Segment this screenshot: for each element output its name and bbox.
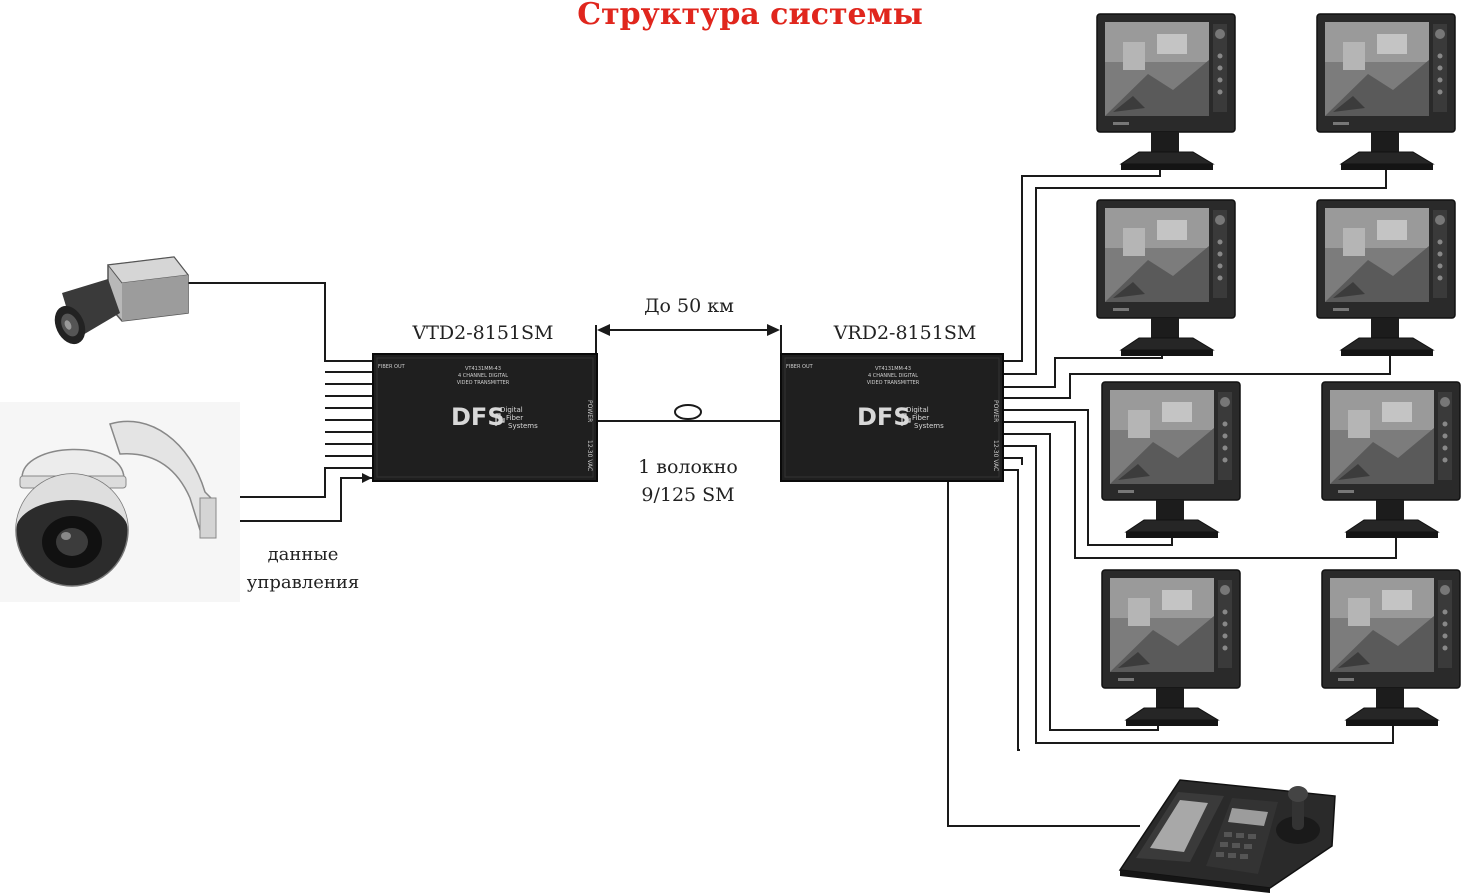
ptz-dome-camera-icon — [0, 402, 240, 602]
tx-logo-sub3: Systems — [508, 422, 538, 430]
monitor-icon — [1321, 569, 1461, 727]
rx-plate-line1: VT4131MM-43 — [875, 366, 911, 372]
rx-plate-line2: 4 CHANNEL DIGITAL — [868, 373, 918, 379]
tx-side-voltage: 12-30 VAC — [586, 440, 593, 471]
rx-logo-sub3: Systems — [914, 422, 944, 430]
tx-plate-line3: VIDEO TRANSMITTER — [457, 380, 510, 386]
rx-plate-line3: VIDEO TRANSMITTER — [867, 380, 920, 386]
monitor-icon — [1101, 569, 1241, 727]
rx-side-voltage: 12-30 VAC — [992, 440, 999, 471]
ptz-keyboard-icon — [1118, 779, 1336, 893]
monitor-icon — [1096, 199, 1236, 357]
box-camera-icon — [54, 256, 189, 345]
fiber-label-line1: 1 волокно — [638, 456, 738, 478]
control-label-line2: управления — [247, 572, 359, 593]
tx-logo-sub2: Fiber — [506, 414, 523, 422]
diagram-title: Структура системы — [577, 0, 923, 32]
receiver-model-label: VRD2-8151SM — [833, 322, 977, 344]
control-label-line1: данные — [268, 544, 339, 565]
tx-plate-line1: VT4131MM-43 — [465, 366, 501, 372]
distance-label: До 50 км — [644, 295, 734, 317]
rx-port-label: FIBER OUT — [786, 364, 814, 370]
monitor-icon — [1316, 199, 1456, 357]
tx-logo-sub1: Digital — [500, 406, 523, 414]
fiber-label-line2: 9/125 SM — [641, 484, 734, 506]
tx-side-power: POWER — [586, 400, 593, 422]
monitor-icon — [1101, 381, 1241, 539]
tx-plate-line2: 4 CHANNEL DIGITAL — [458, 373, 508, 379]
rx-logo-sub1: Digital — [906, 406, 929, 414]
rx-side-power: POWER — [992, 400, 999, 422]
transmitter-unit: FIBER OUT VT4131MM-43 4 CHANNEL DIGITAL … — [372, 353, 598, 482]
receiver-unit: FIBER OUT VT4131MM-43 4 CHANNEL DIGITAL … — [780, 353, 1004, 482]
monitor-grid — [1096, 13, 1461, 727]
transmitter-model-label: VTD2-8151SM — [412, 322, 554, 344]
monitor-icon — [1096, 13, 1236, 171]
tx-port-label: FIBER OUT — [378, 364, 406, 370]
monitor-icon — [1321, 381, 1461, 539]
monitor-icon — [1316, 13, 1456, 171]
rx-logo-sub2: Fiber — [912, 414, 929, 422]
